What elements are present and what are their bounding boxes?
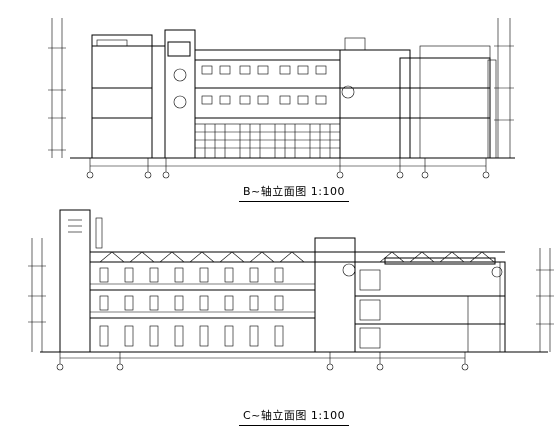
right-dimension-chain — [494, 18, 514, 158]
windows-row-2 — [201, 95, 327, 105]
stair-tower-c — [59, 209, 91, 353]
windows-row-1 — [201, 65, 327, 75]
right-block-b — [399, 57, 491, 159]
elevation-b-drawing — [48, 18, 515, 179]
elevation-c-title: C~轴立面图 1:100 — [238, 409, 350, 426]
axis-markers-c — [56, 352, 469, 371]
balcony-railings — [90, 283, 315, 313]
central-tower-c — [314, 237, 356, 353]
left-dimension-chain-c — [28, 238, 46, 352]
right-block-a — [339, 49, 411, 159]
elevation-b-title: B~轴立面图 1:100 — [239, 185, 349, 202]
roof-trusses — [99, 251, 495, 263]
ground-floor-glazing — [194, 123, 341, 159]
left-dimension-chain — [48, 18, 66, 158]
axis-markers-b — [86, 158, 490, 179]
main-block-c — [89, 261, 316, 353]
right-dimension-chain-c — [536, 248, 554, 352]
openings-c — [99, 267, 284, 347]
left-block — [91, 45, 153, 159]
right-block-c — [354, 261, 506, 353]
elevation-c-drawing — [28, 209, 554, 371]
